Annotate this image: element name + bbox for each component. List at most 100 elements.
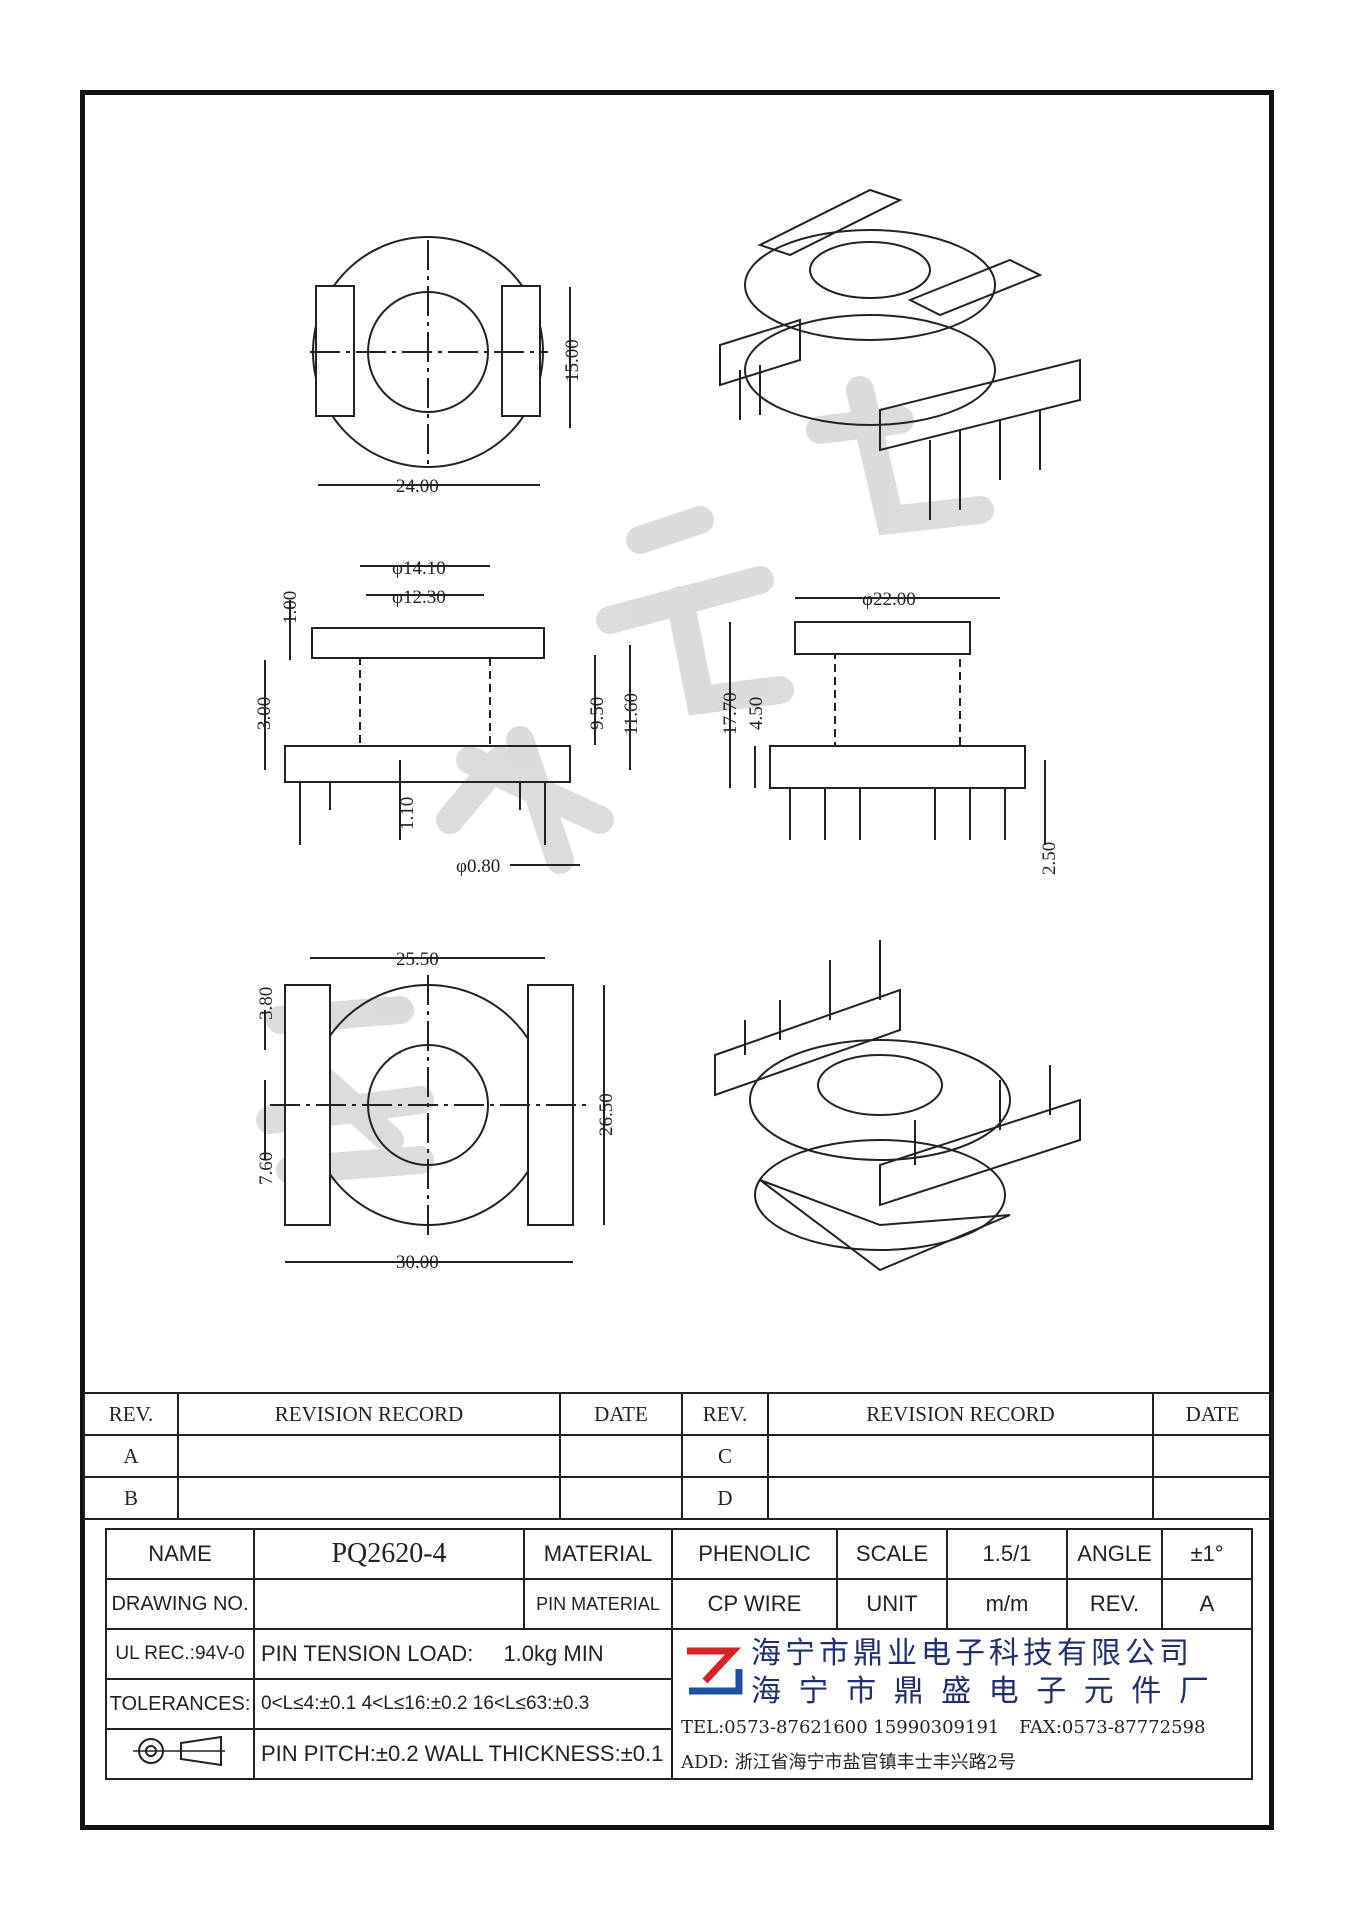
revision-row: B D: [83, 1476, 1273, 1520]
dim-bottom-w1: 25.50: [396, 949, 439, 970]
dim-bottom-p1: 3.80: [256, 987, 277, 1020]
tolerances-value: 0<L≤4:±0.1 4<L≤16:±0.2 16<L≤63:±0.3: [253, 1678, 673, 1730]
material-label: MATERIAL: [523, 1528, 673, 1580]
pin-tension-value: 1.0kg MIN: [503, 1641, 604, 1666]
front-view: [729, 597, 1046, 845]
dim-side-h5: 1.10: [397, 797, 418, 830]
dim-side-pin: φ0.80: [456, 856, 500, 877]
iso2-flange-top: [749, 1039, 1011, 1161]
company-name-1: 海宁市鼎业电子科技有限公司: [751, 1635, 1193, 1671]
angle-value: ±1°: [1161, 1528, 1253, 1580]
company-address: ADD: 浙江省海宁市盐官镇丰士丰兴路2号: [681, 1751, 1017, 1773]
title-row-5: PIN PITCH:±0.2 WALL THICKNESS:±0.1: [105, 1728, 1252, 1780]
pin-pitch: PIN PITCH:±0.2 WALL THICKNESS:±0.1: [253, 1728, 673, 1780]
iso1-left-pin-row: [719, 318, 801, 387]
rev-label: REV.: [1066, 1578, 1163, 1630]
dim-side-d-outer: φ14.10: [392, 558, 446, 579]
scale-value: 1.5/1: [946, 1528, 1068, 1580]
side-bottom-flange: [284, 745, 571, 783]
side-top-flange: [311, 627, 545, 659]
dim-bottom-h1: 26.50: [596, 1093, 617, 1136]
dim-side-h3: 9.50: [587, 697, 608, 730]
rev-cell: B: [83, 1476, 179, 1520]
watermark-glyph-3: [596, 506, 794, 716]
title-row-3: UL REC.:94V-0 PIN TENSION LOAD: 1.0kg MI…: [105, 1628, 1253, 1780]
revision-record-header: REVISION RECORD: [767, 1392, 1154, 1436]
drawing-no-value: [253, 1578, 525, 1630]
dim-side-h4: 11.60: [621, 693, 642, 735]
date-cell: [559, 1476, 683, 1520]
iso1-flange-bottom: [744, 314, 996, 426]
pin-tension-cell: PIN TENSION LOAD: 1.0kg MIN: [253, 1628, 673, 1680]
name-value: PQ2620-4: [253, 1528, 525, 1580]
dim-side-h2: 3.00: [254, 697, 275, 730]
revision-row: A C: [83, 1434, 1273, 1478]
iso1-flange-top: [744, 229, 996, 341]
title-row-1: NAME PQ2620-4 MATERIAL PHENOLIC SCALE 1.…: [105, 1528, 1253, 1580]
iso1-right-pin-row: [879, 358, 1081, 452]
side-view: [264, 565, 631, 866]
company-tel: TEL:0573-87621600 15990309191: [681, 1716, 1000, 1738]
iso-view-top: [719, 188, 1081, 520]
angle-label: ANGLE: [1066, 1528, 1163, 1580]
iso2-left-pin-row: [714, 988, 901, 1097]
watermark-glyph-2: [436, 726, 614, 874]
title-row-4: TOLERANCES: 0<L≤4:±0.1 4<L≤16:±0.2 16<L≤…: [105, 1678, 1252, 1730]
dim-side-h1: 1.00: [280, 591, 301, 624]
revision-table: REV. REVISION RECORD DATE REV. REVISION …: [83, 1392, 1273, 1520]
rev-header: REV.: [681, 1392, 769, 1436]
revision-record-header: REVISION RECORD: [177, 1392, 561, 1436]
date-cell: [559, 1434, 683, 1478]
unit-label: UNIT: [836, 1578, 948, 1630]
watermark: [256, 376, 994, 1184]
date-cell: [1152, 1476, 1273, 1520]
iso2-bore: [817, 1054, 943, 1116]
projection-symbol-cell: [105, 1728, 255, 1780]
rev-cell: C: [681, 1434, 769, 1478]
pin-material-label: PIN MATERIAL: [523, 1578, 673, 1630]
side-core-tube: [359, 657, 491, 747]
company-name-2: 海 宁 市 鼎 盛 电 子 元 件 厂: [751, 1673, 1213, 1709]
date-header: DATE: [559, 1392, 683, 1436]
drawing-no-label: DRAWING NO.: [105, 1578, 255, 1630]
dim-top-height: 15.00: [562, 339, 583, 382]
dim-side-d-inner: φ12.30: [392, 587, 446, 608]
company-fax: FAX:0573-87772598: [1019, 1716, 1206, 1738]
date-header: DATE: [1152, 1392, 1273, 1436]
dim-top-width: 24.00: [396, 476, 439, 497]
iso1-side-clip: [907, 258, 1043, 317]
dim-front-h1: 17.70: [720, 692, 741, 735]
dim-bottom-p2: 7.60: [256, 1152, 277, 1185]
title-row-2: DRAWING NO. PIN MATERIAL CP WIRE UNIT m/…: [105, 1578, 1253, 1630]
revision-record-cell: [177, 1434, 561, 1478]
iso1-bore: [809, 241, 931, 299]
revision-record-cell: [767, 1434, 1154, 1478]
date-cell: [1152, 1434, 1273, 1478]
rev-header: REV.: [83, 1392, 179, 1436]
rev-cell: D: [681, 1476, 769, 1520]
dim-front-d: φ22.00: [862, 589, 916, 610]
iso-view-bottom: [714, 940, 1081, 1272]
revision-header-row: REV. REVISION RECORD DATE REV. REVISION …: [83, 1392, 1273, 1436]
front-bottom-flange: [769, 745, 1026, 789]
front-core-tube: [834, 653, 961, 747]
title-block: NAME PQ2620-4 MATERIAL PHENOLIC SCALE 1.…: [105, 1528, 1253, 1780]
pin-tension-label: PIN TENSION LOAD:: [261, 1641, 474, 1666]
ul-rec: UL REC.:94V-0: [105, 1628, 255, 1680]
revision-record-cell: [177, 1476, 561, 1520]
iso2-base: [759, 1179, 1011, 1272]
rev-value: A: [1161, 1578, 1253, 1630]
iso2-flange-bottom: [754, 1139, 1006, 1251]
top-view: [310, 236, 571, 486]
front-top-flange: [794, 621, 971, 655]
dim-front-h3: 2.50: [1039, 842, 1060, 875]
dim-bottom-w2: 30.00: [396, 1252, 439, 1273]
scale-label: SCALE: [836, 1528, 948, 1580]
company-logo-icon: [687, 1647, 743, 1694]
unit-value: m/m: [946, 1578, 1068, 1630]
bottom-view: [264, 957, 605, 1263]
tolerances-label: TOLERANCES:: [105, 1678, 255, 1730]
name-label: NAME: [105, 1528, 255, 1580]
iso2-right-pin-row: [879, 1098, 1081, 1207]
pin-material-value: CP WIRE: [671, 1578, 838, 1630]
